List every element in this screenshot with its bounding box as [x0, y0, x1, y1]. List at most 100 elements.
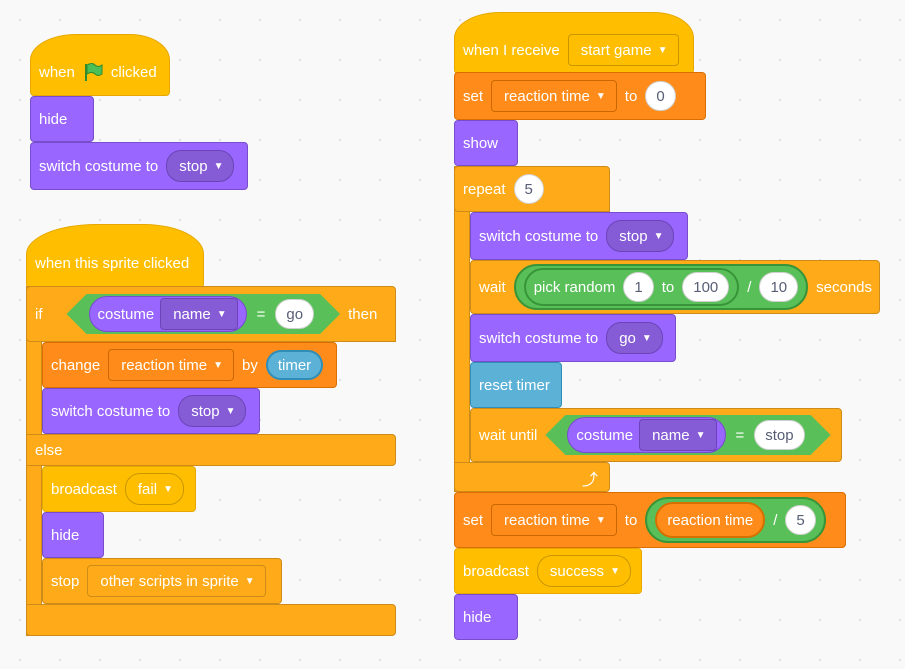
- pick-random-operator[interactable]: pick random 1 to 100: [523, 268, 740, 306]
- costume-dropdown-4[interactable]: go ▼: [606, 322, 663, 354]
- costume-dropdown-value-3: stop: [619, 227, 648, 245]
- compare-value-input[interactable]: go: [275, 299, 314, 329]
- hide-block[interactable]: hide: [30, 96, 94, 142]
- costume-reporter[interactable]: costume name ▼: [89, 296, 247, 332]
- until-value-input[interactable]: stop: [754, 420, 804, 450]
- hide-label: hide: [39, 110, 68, 128]
- timer-reporter[interactable]: timer: [265, 350, 324, 380]
- set-variable-value: reaction time: [504, 87, 590, 105]
- dropdown-arrow-icon: ▼: [595, 90, 606, 102]
- stop-option-dropdown[interactable]: other scripts in sprite ▼: [87, 565, 266, 597]
- broadcast-success-block[interactable]: broadcast success ▼: [454, 548, 642, 594]
- stop-label: stop: [51, 572, 80, 590]
- set-variable-dropdown-2[interactable]: reaction time ▼: [491, 504, 617, 536]
- repeat-block[interactable]: repeat 5: [454, 166, 610, 212]
- divisor-input-2[interactable]: 5: [785, 505, 816, 535]
- switch-costume-label-2: switch costume to: [51, 402, 171, 420]
- broadcast-message-dropdown[interactable]: fail ▼: [124, 473, 184, 505]
- random-to-label: to: [661, 278, 675, 296]
- costume-reporter-2[interactable]: costume name ▼: [567, 417, 725, 453]
- repeat-label: repeat: [463, 180, 506, 198]
- when-receive-label: when I receive: [463, 41, 560, 59]
- change-variable-block[interactable]: change reaction time ▼ by timer: [42, 342, 337, 388]
- set-variable-value-2: reaction time: [504, 511, 590, 529]
- broadcast-message-value: fail: [137, 480, 158, 498]
- wait-block[interactable]: wait pick random 1 to 100 / 10 seconds: [470, 260, 880, 314]
- set-variable-block-2[interactable]: set reaction time ▼ to reaction time / 5: [454, 492, 846, 548]
- switch-costume-label: switch costume to: [39, 157, 159, 175]
- divide-operator[interactable]: pick random 1 to 100 / 10: [513, 264, 809, 310]
- hat-clicked-label: clicked: [110, 63, 157, 81]
- costume-dropdown[interactable]: stop ▼: [166, 150, 235, 182]
- repeat-bottom: [454, 462, 610, 492]
- broadcast-message-dropdown-2[interactable]: success ▼: [536, 555, 631, 587]
- costume-dropdown-value: stop: [179, 157, 208, 175]
- switch-costume-block-2[interactable]: switch costume to stop ▼: [42, 388, 260, 434]
- dropdown-arrow-icon: ▼: [653, 230, 664, 242]
- receive-message-value: start game: [580, 41, 652, 59]
- set-label-2: set: [463, 511, 484, 529]
- stop-block[interactable]: stop other scripts in sprite ▼: [42, 558, 282, 604]
- hat-when-sprite-clicked[interactable]: when this sprite clicked: [26, 224, 204, 288]
- dropdown-arrow-icon: ▼: [216, 308, 227, 320]
- costume-dropdown-2[interactable]: stop ▼: [178, 395, 247, 427]
- costume-reporter-label: costume: [97, 305, 155, 323]
- change-variable-dropdown[interactable]: reaction time ▼: [108, 349, 234, 381]
- dropdown-arrow-icon: ▼: [225, 405, 236, 417]
- set-variable-dropdown[interactable]: reaction time ▼: [491, 80, 617, 112]
- broadcast-label-2: broadcast: [463, 562, 529, 580]
- if-block[interactable]: if costume name ▼ = go then: [26, 286, 396, 342]
- green-flag-icon: [84, 63, 103, 81]
- switch-costume-block[interactable]: switch costume to stop ▼: [30, 142, 248, 190]
- switch-costume-block-4[interactable]: switch costume to go ▼: [470, 314, 676, 362]
- reset-timer-label: reset timer: [479, 376, 550, 394]
- divisor-input[interactable]: 10: [759, 272, 799, 302]
- hide-block-2[interactable]: hide: [42, 512, 104, 558]
- divide-operator-2[interactable]: reaction time / 5: [645, 497, 826, 543]
- dropdown-arrow-icon: ▼: [695, 429, 706, 441]
- set-variable-block[interactable]: set reaction time ▼ to 0: [454, 72, 706, 120]
- wait-until-label: wait until: [479, 426, 538, 444]
- by-label: by: [242, 356, 258, 374]
- equals-operator-2[interactable]: costume name ▼ = stop: [545, 415, 830, 455]
- repeat-arm: [454, 166, 470, 492]
- show-block[interactable]: show: [454, 120, 518, 166]
- broadcast-label: broadcast: [51, 480, 117, 498]
- divide-sign-2: /: [773, 511, 778, 529]
- hat-when-flag-clicked[interactable]: when clicked: [30, 34, 170, 96]
- reaction-time-reporter[interactable]: reaction time: [655, 502, 766, 538]
- costume-dropdown-3[interactable]: stop ▼: [606, 220, 675, 252]
- dropdown-arrow-icon: ▼: [213, 160, 224, 172]
- stop-option-value: other scripts in sprite: [100, 572, 239, 590]
- hide-block-3[interactable]: hide: [454, 594, 518, 640]
- set-value-input[interactable]: 0: [645, 81, 676, 111]
- repeat-count-input[interactable]: 5: [513, 174, 544, 204]
- dropdown-arrow-icon: ▼: [641, 332, 652, 344]
- switch-costume-label-3: switch costume to: [479, 227, 599, 245]
- broadcast-message-value-2: success: [549, 562, 605, 580]
- costume-dropdown-value-4: go: [619, 329, 636, 347]
- reset-timer-block[interactable]: reset timer: [470, 362, 562, 408]
- broadcast-fail-block[interactable]: broadcast fail ▼: [42, 466, 196, 512]
- switch-costume-block-3[interactable]: switch costume to stop ▼: [470, 212, 688, 260]
- set-label: set: [463, 87, 484, 105]
- hide-label-3: hide: [463, 608, 492, 626]
- change-label: change: [51, 356, 101, 374]
- show-label: show: [463, 134, 499, 152]
- costume-name-dropdown[interactable]: name ▼: [160, 298, 237, 330]
- random-to-input[interactable]: 100: [682, 272, 730, 302]
- wait-until-block[interactable]: wait until costume name ▼ = stop: [470, 408, 842, 462]
- receive-message-dropdown[interactable]: start game ▼: [567, 34, 679, 66]
- equals-operator[interactable]: costume name ▼ = go: [67, 294, 341, 334]
- seconds-label: seconds: [816, 278, 873, 296]
- wait-label: wait: [479, 278, 506, 296]
- costume-name-dropdown-2[interactable]: name ▼: [639, 419, 716, 451]
- costume-name-value-2: name: [652, 426, 690, 444]
- hat-when-i-receive[interactable]: when I receive start game ▼: [454, 12, 694, 74]
- dropdown-arrow-icon: ▼: [213, 359, 223, 371]
- hat-when-label: when: [39, 63, 75, 81]
- then-label: then: [348, 305, 378, 323]
- random-from-input[interactable]: 1: [623, 272, 654, 302]
- dropdown-arrow-icon: ▼: [610, 565, 620, 577]
- change-variable-value: reaction time: [121, 356, 208, 374]
